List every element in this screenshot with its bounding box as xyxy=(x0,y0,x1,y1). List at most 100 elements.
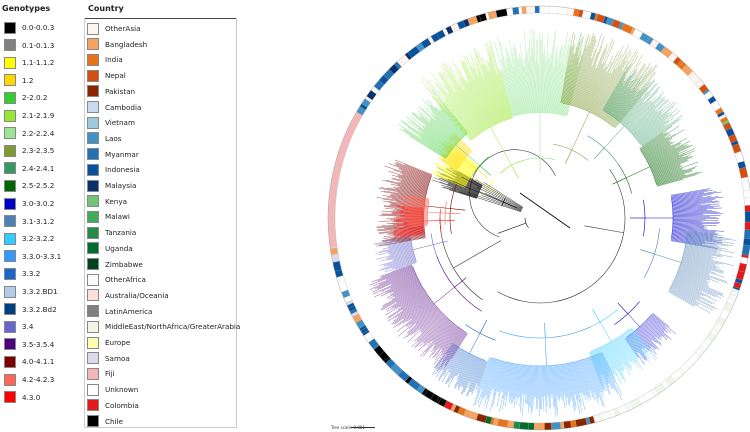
tip-branch xyxy=(496,34,517,116)
tip-branch xyxy=(457,355,474,388)
tip-branch xyxy=(552,49,561,114)
tree-backbone-arc xyxy=(469,149,556,238)
tip-branch xyxy=(581,360,591,391)
genotype-legend-item: 3.2-3.2.2 xyxy=(4,231,54,246)
tip-branch xyxy=(630,328,657,361)
tip-branch xyxy=(473,357,491,406)
tip-branch xyxy=(642,134,672,153)
tip-branch xyxy=(475,179,523,208)
genotype-label: 2.3-2.3.5 xyxy=(22,146,55,156)
tip-branch xyxy=(385,277,418,293)
tip-branch xyxy=(506,48,520,115)
tip-branch xyxy=(497,74,511,119)
country-ring-segment xyxy=(548,6,559,14)
tip-branch xyxy=(641,324,662,346)
country-ring-segment xyxy=(328,199,336,209)
tip-branch xyxy=(647,147,676,163)
country-label: Cambodia xyxy=(105,102,142,112)
tip-branch xyxy=(404,164,432,176)
tip-branch xyxy=(377,267,414,282)
tip-branch xyxy=(451,146,466,159)
tip-branch xyxy=(442,328,462,356)
tip-branch xyxy=(672,225,705,229)
tip-branch xyxy=(392,281,420,296)
tip-branch xyxy=(614,74,647,118)
tip-branch xyxy=(614,339,632,368)
tip-branch xyxy=(644,321,661,338)
tip-branch xyxy=(499,53,515,116)
tip-branch xyxy=(615,339,629,361)
country-legend-item: Pakistan xyxy=(87,84,135,99)
tip-branch xyxy=(382,234,425,241)
tip-branch xyxy=(408,208,428,211)
tip-branch xyxy=(608,69,638,114)
tip-branch xyxy=(608,342,625,371)
clade-branch xyxy=(544,337,547,366)
tip-branch xyxy=(380,252,414,262)
tip-branch xyxy=(518,58,527,114)
tip-branch xyxy=(679,268,719,283)
tip-branch xyxy=(442,74,482,133)
tip-branch xyxy=(460,77,490,128)
country-label: Australia/Oceania xyxy=(105,290,169,300)
tip-branch xyxy=(655,170,692,182)
tip-branch xyxy=(499,70,514,118)
tip-branch xyxy=(476,357,490,393)
tip-branch xyxy=(672,211,717,214)
tip-branch xyxy=(617,91,641,121)
clade-branch xyxy=(625,166,650,179)
genotype-legend-item: 1.2 xyxy=(4,73,33,88)
tip-branch xyxy=(594,355,610,396)
tip-branch xyxy=(407,222,428,224)
tip-branch xyxy=(505,57,518,115)
tip-branch xyxy=(435,170,467,185)
tip-branch xyxy=(614,90,636,119)
tip-branch xyxy=(392,297,430,325)
tip-branch xyxy=(484,43,509,120)
tip-branch xyxy=(386,280,420,298)
tip-branch xyxy=(537,40,539,113)
tip-branch xyxy=(577,361,589,401)
tip-branch xyxy=(393,229,424,234)
country-swatch xyxy=(87,195,99,208)
tip-branch xyxy=(433,173,466,188)
tip-branch xyxy=(605,83,623,112)
tip-branch xyxy=(524,365,528,395)
tip-branch xyxy=(421,312,443,334)
tip-branch xyxy=(407,307,438,334)
country-swatch xyxy=(87,101,99,113)
tip-branch xyxy=(602,346,617,376)
tip-branch xyxy=(436,166,468,183)
tip-branch xyxy=(374,271,415,289)
tip-branch xyxy=(684,250,717,259)
tip-branch xyxy=(393,231,424,235)
tip-branch xyxy=(382,284,422,306)
country-swatch xyxy=(87,289,99,302)
clade-branch xyxy=(433,287,455,304)
tip-branch xyxy=(392,174,429,186)
tip-branch xyxy=(444,84,480,134)
clade-stem-branch xyxy=(640,249,655,255)
tip-branch xyxy=(615,90,638,120)
tip-branch xyxy=(513,47,524,114)
country-ring-segment xyxy=(328,231,337,242)
tip-branch xyxy=(437,331,465,372)
tip-branch xyxy=(672,224,705,227)
tip-branch xyxy=(631,99,668,134)
tip-branch xyxy=(558,364,564,402)
tip-branch xyxy=(620,336,644,370)
tip-branch xyxy=(501,59,516,116)
tip-branch xyxy=(419,115,456,146)
tip-branch xyxy=(503,362,511,400)
tip-branch xyxy=(683,255,716,265)
tip-branch xyxy=(501,362,509,392)
tip-branch xyxy=(440,184,478,198)
tip-branch xyxy=(425,125,454,149)
tip-branch xyxy=(402,174,430,184)
tip-branch xyxy=(546,53,552,113)
country-ring-segment xyxy=(335,153,345,166)
clade-stem-branch xyxy=(565,149,572,164)
tip-branch xyxy=(684,251,713,259)
tip-branch xyxy=(391,178,428,189)
tip-branch xyxy=(426,88,472,141)
